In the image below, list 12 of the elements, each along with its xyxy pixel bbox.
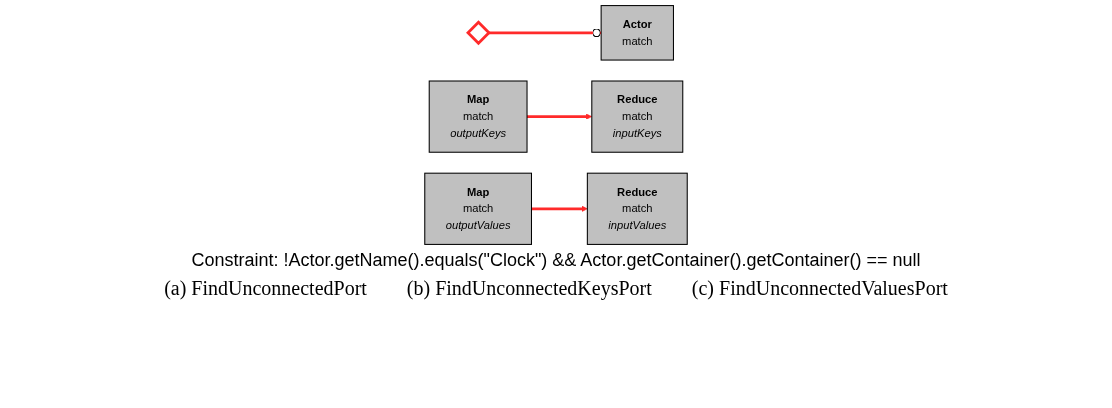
node-box: Reduce match inputValues [586, 172, 688, 245]
caption: (c) FindUnconnectedValuesPort [691, 277, 948, 300]
constraint-note: Constraint: !Actor.getName().equals("Clock") && Actor.getContainer().getContainer() == null [190, 250, 922, 271]
caption: (a) FindUnconnectedPort [164, 277, 367, 300]
arrow [531, 205, 588, 212]
node-box: Reduce match inputKeys [591, 80, 684, 153]
node-box: Map match outputKeys [428, 80, 528, 153]
node-diamond [466, 20, 491, 46]
connector [488, 28, 602, 38]
node-box: Actor match [600, 5, 674, 61]
caption: (b) FindUnconnectedKeysPort [406, 277, 652, 300]
node-box: Map match outputValues [424, 172, 532, 245]
